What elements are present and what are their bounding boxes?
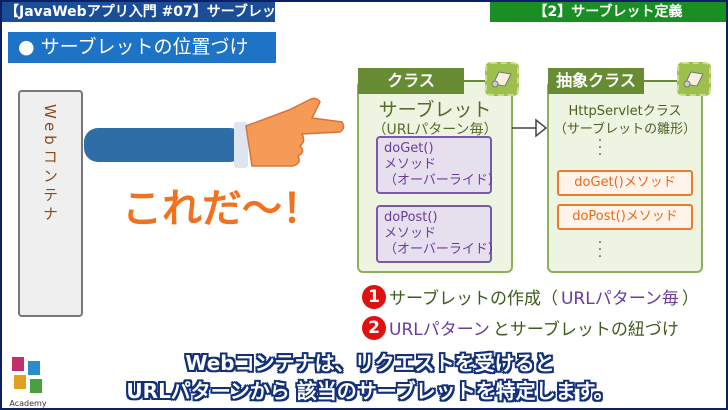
step-2: 2 URLパターン とサーブレットの紐づけ [362, 315, 679, 340]
method-note: （オーバーライド） [384, 242, 501, 257]
header-line [644, 80, 678, 82]
scroll-icon [485, 62, 519, 96]
method-name: doGet() [384, 141, 434, 156]
step-highlight: URLパターン [389, 320, 490, 340]
abstract-class-header: 抽象クラス [548, 68, 644, 94]
method-label: メソッド [384, 157, 437, 172]
video-title: 【JavaWebアプリ入門 #07】サーブレット [2, 2, 290, 22]
dopost-method-box: doPost()メソッド [557, 204, 693, 230]
step-text: ） [681, 289, 699, 309]
logo-text: Academy [9, 399, 47, 408]
pointing-hand-icon [84, 97, 345, 168]
inheritance-arrow-icon [512, 118, 548, 138]
slide-subtitle: ● サーブレットの位置づけ [8, 32, 276, 63]
httpservlet-title: HttpServletクラス [568, 104, 682, 119]
doget-method-box: doGet() メソッド （オーバーライド） [376, 136, 501, 194]
callout-text: これだ〜！ [122, 186, 322, 232]
section-label: 【2】サーブレット定義 [490, 2, 726, 22]
scroll-icon [677, 62, 711, 96]
step-1: 1 サーブレットの作成（ URLパターン毎 ） [362, 284, 699, 309]
step-number-badge: 2 [362, 315, 386, 340]
step-text: とサーブレットの紐づけ [492, 320, 679, 340]
web-container-label: Webコンテナ [41, 104, 59, 225]
httpservlet-subtitle: （サーブレットの雛形） [553, 122, 697, 137]
servlet-title: サーブレット [378, 99, 492, 121]
ellipsis-icon: ··· [597, 133, 603, 163]
doget-method-box: doGet()メソッド [557, 170, 693, 196]
ellipsis-icon: ··· [597, 235, 603, 265]
caption-line-2: URLパターンから 該当のサーブレットを特定します。 [126, 379, 614, 403]
header-line [464, 80, 488, 82]
method-note: （オーバーライド） [384, 173, 501, 188]
method-name: doPost() [384, 210, 438, 225]
dopost-method-box: doPost() メソッド （オーバーライド） [376, 205, 501, 263]
step-highlight: URLパターン毎 [560, 289, 679, 309]
step-text: サーブレットの作成（ [389, 289, 558, 309]
academy-logo: Academy [8, 355, 48, 408]
step-number-badge: 1 [362, 284, 386, 309]
caption-line-1: Webコンテナは、リクエストを受けると [185, 351, 555, 375]
web-container-box: Webコンテナ [18, 90, 83, 317]
class-header: クラス [358, 68, 464, 94]
servlet-subtitle: （URLパターン毎） [372, 122, 498, 138]
method-label: メソッド [384, 226, 437, 241]
